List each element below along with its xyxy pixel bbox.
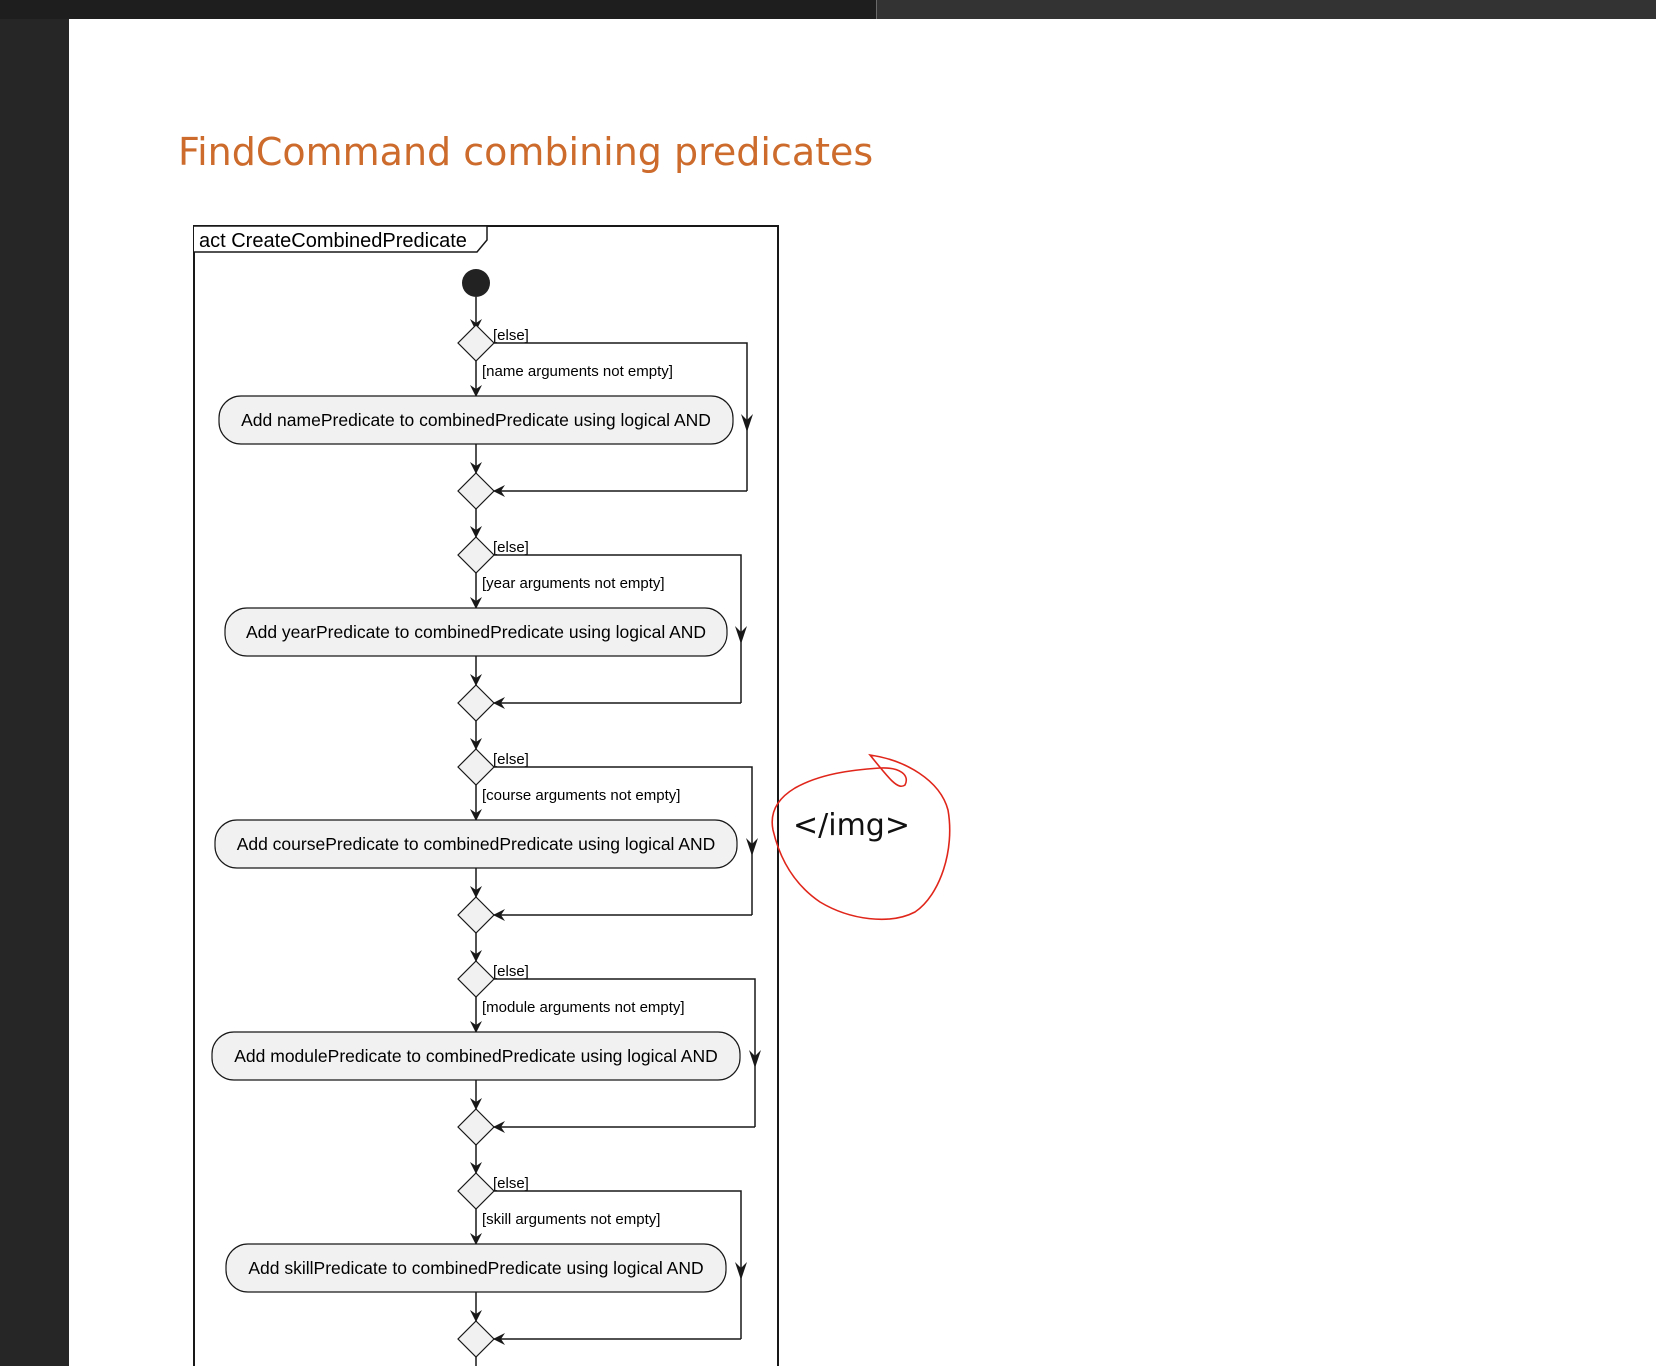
else-arrowhead [735,1262,747,1280]
else-guard-label: [else] [493,539,529,556]
decision-node [457,536,495,574]
else-guard-label: [else] [493,963,529,980]
guard-label: [year arguments not empty] [482,575,665,592]
page-title: FindCommand combining predicates [178,130,874,174]
decision-node [457,748,495,786]
merge-node [457,896,495,934]
merge-node [457,472,495,510]
start-node [462,269,490,297]
merge-node [457,684,495,722]
decision-node [457,1172,495,1210]
decision-branches: [else] [name arguments not empty] Add name… [211,324,761,1366]
editor-tab-bar-right [877,0,1656,19]
else-guard-label: [else] [493,751,529,768]
merge-node [457,1108,495,1146]
action-label: Add coursePredicate to combinedPredicate… [237,834,716,854]
decision-node [457,324,495,362]
annotation-ellipse [771,753,951,921]
guard-label: [course arguments not empty] [482,787,680,804]
else-guard-label: [else] [493,327,529,344]
action-label: Add skillPredicate to combinedPredicate … [248,1258,703,1278]
merge-node [457,1320,495,1358]
else-arrowhead [741,414,753,432]
diagram-frame: act CreateCombinedPredicate [193,225,779,1366]
guard-label: [skill arguments not empty] [482,1211,660,1228]
else-arrowhead [749,1050,761,1068]
editor-tab-bar-left [0,0,876,19]
else-flow-line [494,978,756,1127]
else-arrowhead [735,626,747,644]
annotation-text: </img> [793,808,910,843]
editor-gutter [0,19,69,1366]
decision-node [457,960,495,998]
guard-label: [module arguments not empty] [482,999,685,1016]
else-guard-label: [else] [493,1175,529,1192]
guard-label: [name arguments not empty] [482,363,673,380]
action-label: Add namePredicate to combinedPredicate u… [241,410,711,430]
else-arrowhead [746,838,758,856]
frame-label: act CreateCombinedPredicate [199,230,467,252]
else-flow-line [494,342,748,491]
else-flow-line [494,554,742,703]
action-label: Add yearPredicate to combinedPredicate u… [246,622,706,642]
action-label: Add modulePredicate to combinedPredicate… [234,1046,717,1066]
else-flow-line [494,766,753,915]
else-flow-line [494,1190,742,1339]
editor-split-divider[interactable] [876,0,877,19]
